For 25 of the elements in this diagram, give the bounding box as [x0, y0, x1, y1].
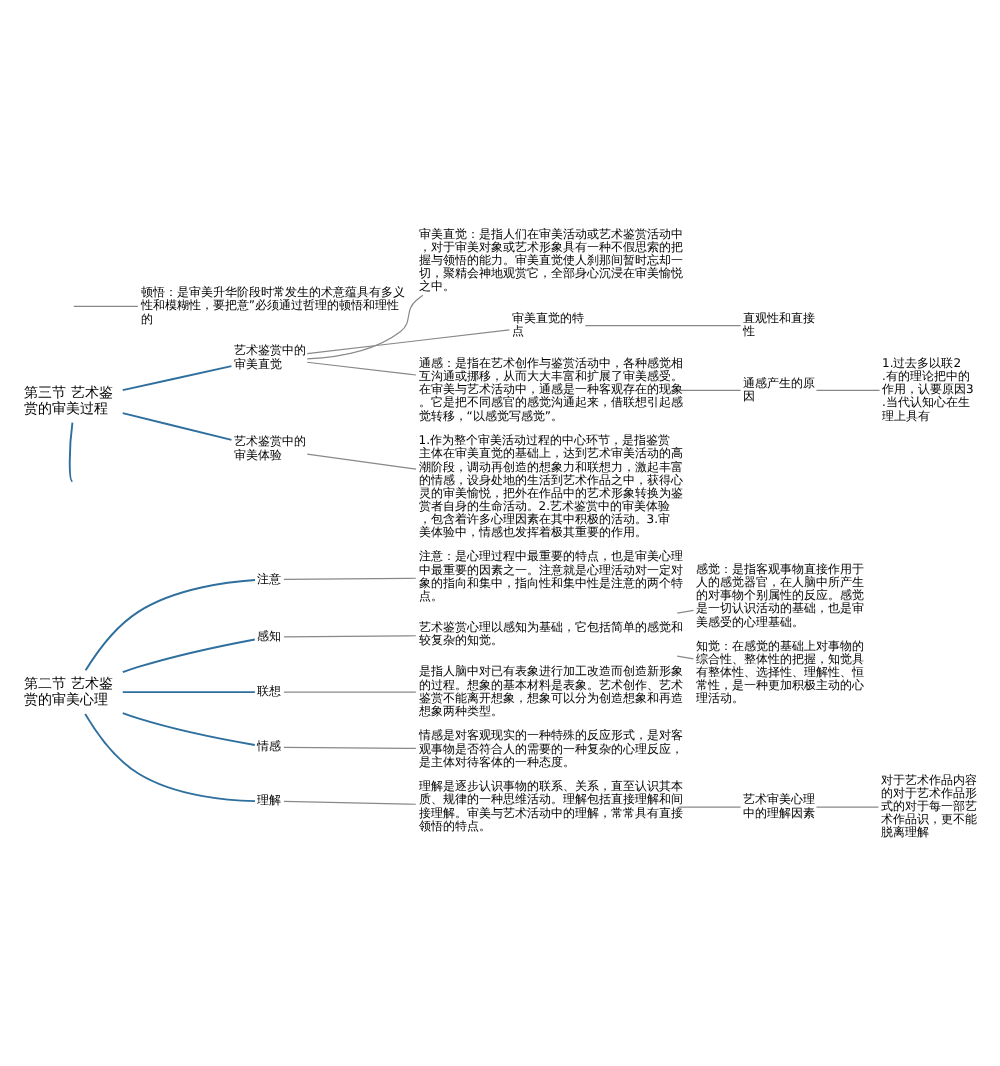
connector [678, 805, 742, 807]
connector [678, 388, 742, 390]
connector [815, 805, 880, 807]
connector [73, 304, 139, 307]
connector [283, 745, 417, 749]
connector [815, 388, 881, 390]
connector [306, 328, 510, 354]
connector [121, 411, 233, 440]
connector [306, 452, 417, 469]
connector [306, 293, 424, 359]
connector [283, 576, 417, 579]
connector [584, 324, 742, 326]
connector [283, 690, 417, 692]
connector [84, 712, 256, 802]
connector [676, 654, 695, 659]
connector [121, 711, 256, 745]
connector [68, 420, 74, 482]
connector [283, 799, 417, 804]
connector [121, 690, 256, 693]
connector [283, 634, 417, 637]
connector [121, 637, 256, 673]
connector [84, 578, 256, 671]
connector [676, 608, 695, 613]
connector [121, 364, 233, 391]
connector [306, 360, 417, 375]
